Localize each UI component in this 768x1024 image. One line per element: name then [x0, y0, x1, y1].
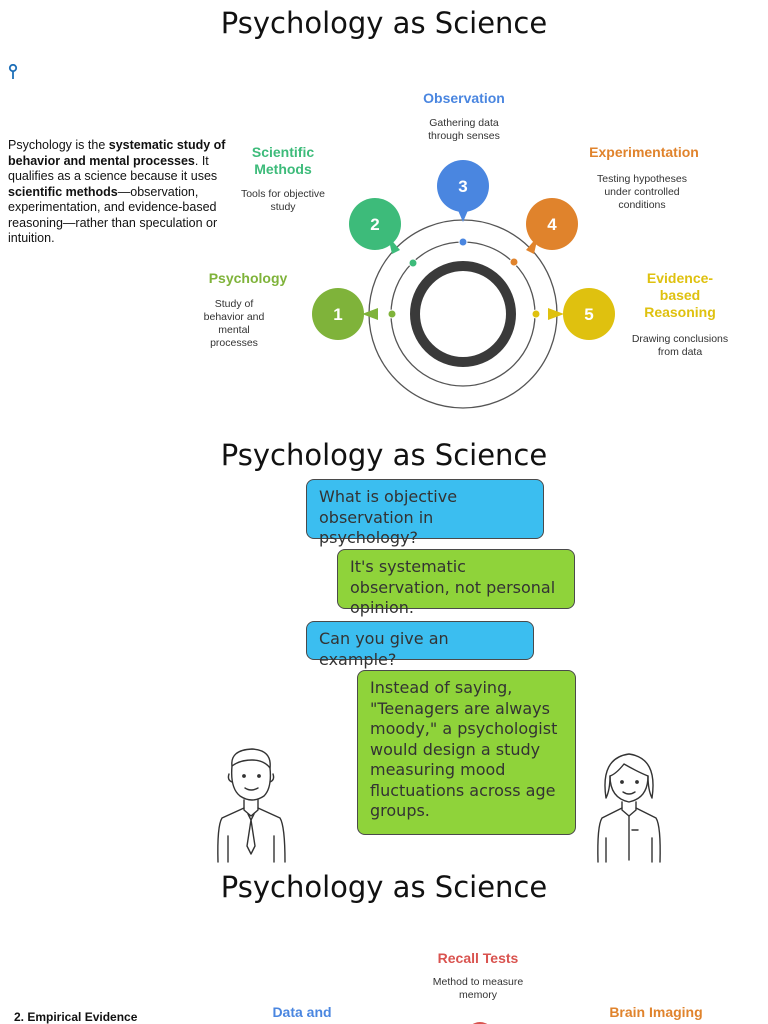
- node-4-number: 4: [547, 215, 557, 234]
- recall-tests-title: Recall Tests: [437, 950, 519, 966]
- section-label: 2. Empirical Evidence: [14, 1010, 138, 1024]
- node-4-circle: 4: [526, 198, 578, 254]
- node-3-desc: Gathering data through senses: [428, 117, 500, 142]
- recall-tests-desc: Method to measure memory: [432, 976, 524, 1001]
- chat-message-question-1: What is objective observation in psychol…: [306, 479, 544, 547]
- intro-text-part: —observation, experimentation, and evide…: [8, 184, 218, 246]
- node-1-title: Psychology: [208, 270, 288, 286]
- node-2-desc: Tools for objective study: [240, 188, 326, 213]
- node-3-number: 3: [458, 177, 467, 196]
- chat-message-answer-1: It's systematic observation, not persona…: [337, 549, 575, 617]
- node-2-number: 2: [370, 215, 379, 234]
- slide-3-title: Psychology as Science: [220, 870, 548, 904]
- node-2-circle: 2: [349, 198, 401, 254]
- node-3-circle: 3: [437, 160, 489, 222]
- female-person-avatar: [597, 753, 661, 863]
- node-5-desc: Drawing conclusions from data: [631, 333, 729, 358]
- male-person-avatar: [217, 748, 286, 863]
- node-2-title: Scientific Methods: [251, 144, 315, 177]
- node-1-circle: 1: [312, 288, 378, 340]
- intro-text: Psychology is the systematic study of be…: [8, 138, 232, 247]
- node-5-circle: 5: [548, 288, 615, 340]
- node-1-number: 1: [333, 305, 342, 324]
- intro-text-part: . It qualifies as a science because it u…: [8, 153, 218, 184]
- node-5-number: 5: [584, 305, 593, 324]
- core-ring: [410, 261, 516, 367]
- brain-imaging-title: Brain Imaging: [609, 1004, 703, 1020]
- pin-icon: [8, 64, 18, 79]
- node-4-desc: Testing hypotheses under controlled cond…: [597, 173, 687, 211]
- page-title: Psychology as Science: [220, 6, 548, 40]
- data-node-title: Data and: [272, 1004, 332, 1020]
- chat-message-question-2: Can you give an example?: [306, 621, 534, 669]
- node-1-desc: Study of behavior and mental processes: [203, 298, 265, 349]
- intro-text-part: scientific methods: [8, 184, 118, 199]
- node-5-title: Evidence-based Reasoning: [644, 270, 716, 320]
- chat-slide-title: Psychology as Science: [220, 438, 548, 472]
- cycle-diagram: 1 2 3 4 5: [312, 160, 615, 409]
- intro-text-part: Psychology is the: [8, 138, 109, 152]
- intro-text-part: systematic study of behavior and mental …: [8, 138, 226, 168]
- recall-tests-circle: [472, 1022, 488, 1024]
- chat-message-answer-2: Instead of saying, "Teenagers are always…: [357, 670, 576, 835]
- node-3-title: Observation: [423, 90, 505, 106]
- node-4-title: Experimentation: [589, 144, 699, 160]
